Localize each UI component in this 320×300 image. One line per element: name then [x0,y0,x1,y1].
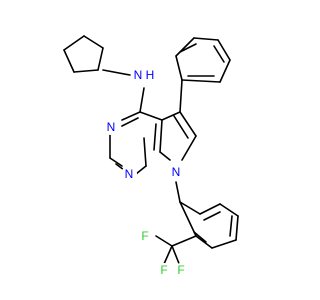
amine-nitrogen-label: N [134,68,143,82]
bond [179,201,197,237]
fluorine-label: F [160,263,167,277]
bond [121,111,141,121]
bond [179,79,183,113]
bond [193,231,207,243]
bond [139,111,163,121]
atom-label-background [168,164,184,180]
bond [171,245,181,267]
bond [155,235,173,247]
bond [63,49,75,73]
bond-lines [63,35,239,267]
atom-labels: N H N N N F F F [103,66,188,277]
bond [121,117,139,127]
bond [171,235,197,247]
bond [135,165,147,175]
molecule-structure-diagram: N H N N N F F F [63,35,239,277]
bond [203,211,221,221]
atom-label-background [138,229,152,243]
atom-label-background [174,263,188,277]
bond [211,239,237,249]
bond [63,35,85,51]
amine-hydrogen-label: H [146,68,155,82]
bond [181,135,197,161]
pyrimidine-nitrogen-label: N [107,120,116,134]
pyrrole-nitrogen-label: N [172,165,181,179]
atom-label-background [121,166,137,182]
bond [139,87,145,113]
bond [175,181,181,203]
bond [217,39,231,61]
bond [175,37,195,57]
atom-label-background [134,66,150,82]
bond [195,235,213,249]
bond [153,123,157,151]
bond [102,69,131,76]
bond [97,47,104,71]
pyrimidine-nitrogen-label: N [125,167,134,181]
bond [143,137,147,167]
bond [159,151,171,161]
bond [83,35,104,49]
bond [181,79,221,83]
bond [115,163,125,171]
bond [179,111,197,137]
atom-label-background [157,263,171,277]
bond [179,201,201,215]
bond [179,43,197,53]
bond [173,115,189,139]
fluorine-label: F [177,263,184,277]
bond [213,45,225,63]
bond [219,203,239,217]
fluorine-label: F [141,229,148,243]
bond [229,215,233,237]
bond [73,69,99,73]
bond [109,157,123,167]
bond [219,59,231,83]
bond [193,37,219,41]
bond [163,245,173,265]
bond [199,203,221,215]
bond [161,111,181,121]
bond [159,119,163,153]
atom-label-background [103,119,119,135]
bond [235,215,239,241]
bond [175,55,183,81]
